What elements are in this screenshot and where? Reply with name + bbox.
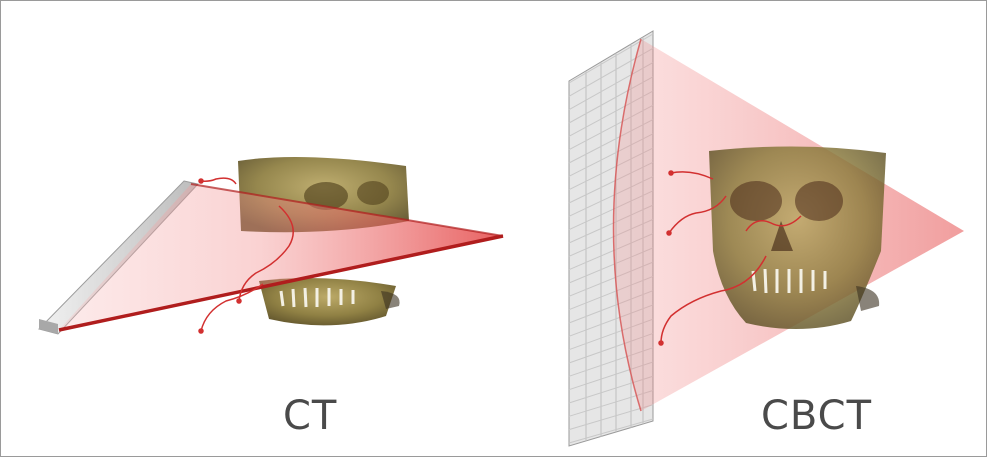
- cbct-label: CBCT: [761, 396, 872, 436]
- cbct-skull-icon: [709, 146, 886, 329]
- ct-label: CT: [283, 396, 337, 436]
